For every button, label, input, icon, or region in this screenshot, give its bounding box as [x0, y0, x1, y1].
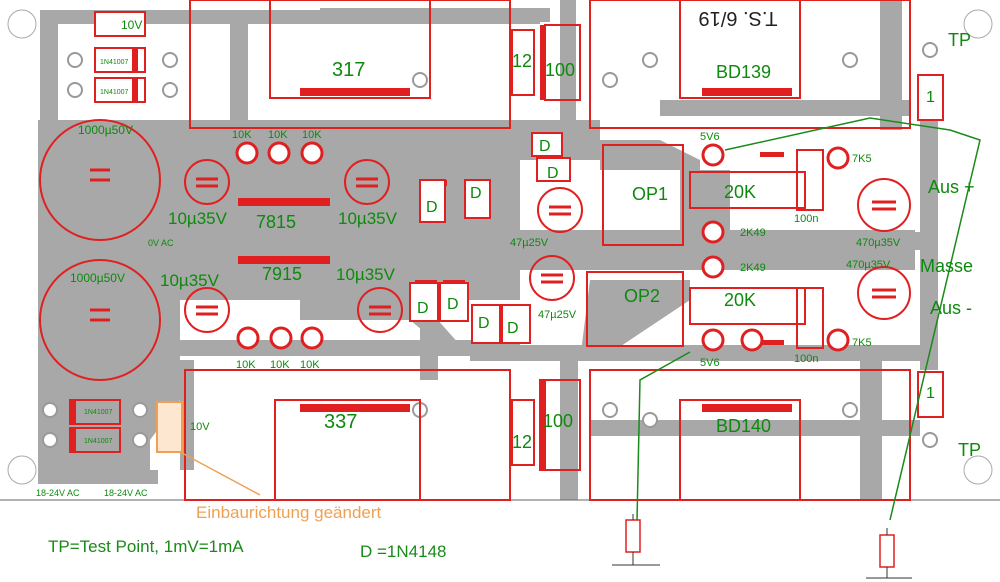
- cap-10u-4-label: 10µ35V: [336, 265, 396, 284]
- transistor-top-label: BD139: [716, 62, 771, 82]
- diode-d-4: D: [547, 165, 559, 182]
- cap-100-top-label: 100: [545, 60, 575, 80]
- tp-bot-label: TP: [958, 440, 981, 460]
- ac-in-2-label: 18-24V AC: [104, 488, 148, 498]
- note-orientation-changed: Einbaurichtung geändert: [196, 503, 382, 522]
- diode-bot-1-label: 1N41007: [84, 409, 113, 416]
- masse-label: Masse: [920, 256, 973, 276]
- aus-minus-label: Aus -: [930, 298, 972, 318]
- diode-d-8: D: [507, 320, 519, 337]
- res-7k5-top-label: 7K5: [852, 153, 872, 165]
- cap-big-bot-label: 1000µ50V: [70, 271, 125, 285]
- res-12-bot-label: 12: [512, 432, 532, 452]
- zener-5v6-top-label: 5V6: [700, 131, 720, 143]
- res-2k49-1-label: 2K49: [740, 227, 766, 239]
- cap-100n-2-label: 100n: [794, 353, 818, 365]
- res-1-top-label: 1: [926, 89, 935, 106]
- solder-pads: [42, 42, 938, 448]
- reg-317-label: 317: [332, 59, 365, 81]
- test-point-leads: [612, 514, 912, 579]
- orange-pointer: [179, 451, 261, 496]
- cap-470-top-label: 470µ35V: [856, 237, 901, 249]
- diode-bodies: [94, 11, 571, 344]
- cap-100-bot-label: 100: [543, 411, 573, 431]
- component-bodies: [70, 12, 792, 470]
- op2-label: OP2: [624, 286, 660, 306]
- zener-top-label: 10V: [121, 18, 142, 32]
- op1-label: OP1: [632, 184, 668, 204]
- diode-d-2: D: [470, 185, 482, 202]
- res-7k5-bot-label: 7K5: [852, 337, 872, 349]
- aus-plus-label: Aus +: [928, 177, 975, 197]
- zener-5v6-bot-label: 5V6: [700, 357, 720, 369]
- transistor-bot-label: BD140: [716, 416, 771, 436]
- test-point-resistors: [625, 519, 895, 568]
- ac-in-1-label: 18-24V AC: [36, 488, 80, 498]
- vac-label: 0V AC: [148, 238, 174, 248]
- cap-big-top-label: 1000µ50V: [78, 123, 133, 137]
- diode-d-1: D: [426, 199, 438, 216]
- res-top-3-label: 10K: [302, 129, 322, 141]
- diode-d-6: D: [447, 296, 459, 313]
- cap-47u-2-label: 47µ25V: [538, 309, 577, 321]
- res-2k49-2-label: 2K49: [740, 262, 766, 274]
- diode-d-5: D: [417, 300, 429, 317]
- res-20k-2-label: 20K: [724, 290, 756, 310]
- res-bot-1-label: 10K: [236, 359, 256, 371]
- zener-changed-label: 10V: [190, 421, 210, 433]
- diode-top-1-label: 1N41007: [100, 59, 129, 66]
- diode-d-3: D: [539, 138, 551, 155]
- res-20k-1-label: 20K: [724, 182, 756, 202]
- reg-337-label: 337: [324, 411, 357, 433]
- res-bot-2-label: 10K: [270, 359, 290, 371]
- diode-d-7: D: [478, 315, 490, 332]
- res-12-top-label: 12: [512, 51, 532, 71]
- res-top-1-label: 10K: [232, 129, 252, 141]
- note-diode-type: D =1N4148: [360, 542, 446, 561]
- board-marking: T.S. 6/19: [699, 7, 778, 29]
- copper-traces: [38, 0, 938, 500]
- mounting-holes: [7, 9, 993, 485]
- res-bot-3-label: 10K: [300, 359, 320, 371]
- diode-bot-2-label: 1N41007: [84, 438, 113, 445]
- cap-10u-2-label: 10µ35V: [338, 209, 398, 228]
- diode-top-2-label: 1N41007: [100, 89, 129, 96]
- test-point-wires: [636, 117, 981, 521]
- cap-47u-1-label: 47µ25V: [510, 237, 549, 249]
- cap-10u-3-label: 10µ35V: [160, 271, 220, 290]
- reg-pos-label: 7815: [256, 212, 296, 232]
- cap-100n-1-label: 100n: [794, 213, 818, 225]
- cap-10u-1-label: 10µ35V: [168, 209, 228, 228]
- tp-top-label: TP: [948, 30, 971, 50]
- res-1-bot-label: 1: [926, 385, 935, 402]
- reg-neg-label: 7915: [262, 264, 302, 284]
- resistor-pads: [235, 141, 850, 352]
- cap-470-bot-label: 470µ35V: [846, 259, 891, 271]
- note-test-point: TP=Test Point, 1mV=1mA: [48, 537, 244, 556]
- zener-changed-body: [156, 401, 183, 453]
- cap-symbols: [90, 168, 896, 322]
- res-top-2-label: 10K: [268, 129, 288, 141]
